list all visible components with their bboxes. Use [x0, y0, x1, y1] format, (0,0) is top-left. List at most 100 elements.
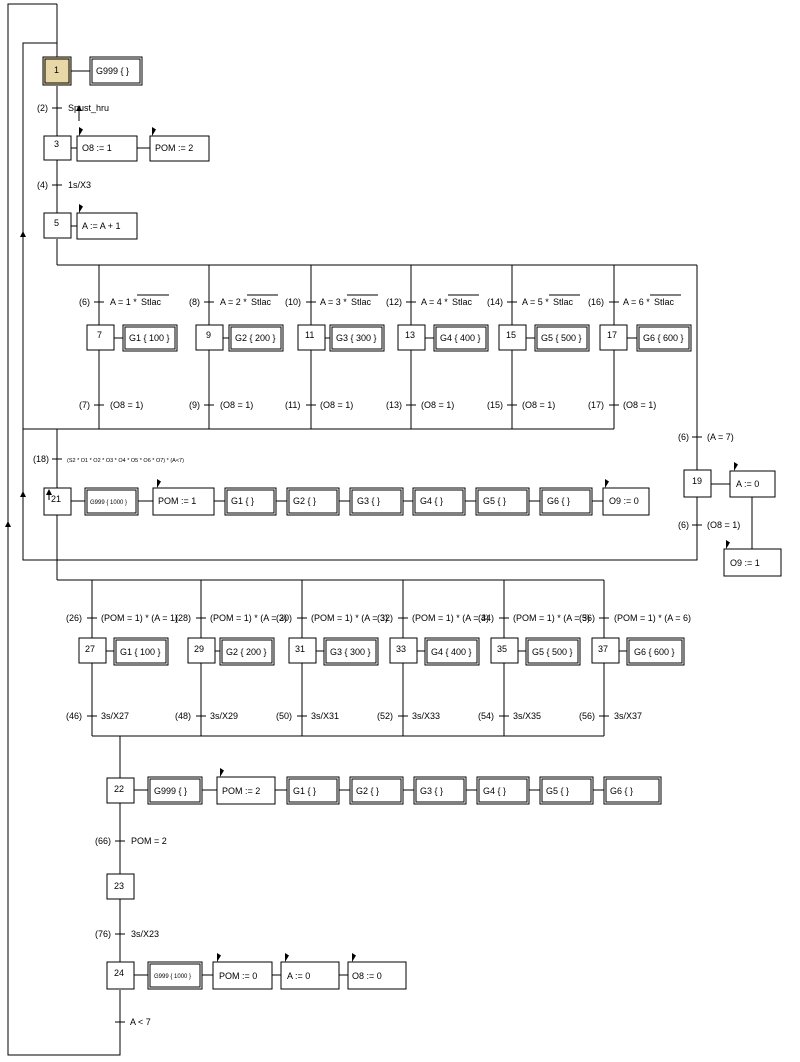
transition-12-stlac: Stlac [452, 297, 473, 307]
step-1-label: 1 [54, 65, 59, 75]
transition-15-condition: (O8 = 1) [522, 400, 555, 410]
transition-12-condition: A = 4 * [421, 297, 448, 307]
transition-54-condition: 3s/X35 [513, 711, 541, 721]
transition-46-number: (46) [66, 711, 82, 721]
step-21-row: 21 G999 { 1000 } POM := 1 G1 { } G2 { } … [43, 479, 650, 516]
block1-lower-transitions: (7) (O8 = 1) (9) (O8 = 1) (11) (O8 = 1) … [79, 400, 656, 410]
block2-lower-transitions: (46) 3s/X27 (48) 3s/X29 (50) 3s/X31 (52)… [66, 711, 642, 721]
action-9: G2 { 200 } [235, 333, 276, 343]
transition-18-condition: (S2 * O1 * O2 * O3 * O4 * O5 * O6 * O7) … [67, 458, 184, 464]
action-11: G3 { 300 } [336, 333, 377, 343]
transition-50-number: (50) [276, 711, 292, 721]
transition-66-number: (66) [95, 836, 111, 846]
transition-36-condition: (POM = 1) * (A = 6) [614, 613, 691, 623]
step-15-label: 15 [506, 330, 516, 340]
step-13-label: 13 [405, 330, 415, 340]
transition-52-number: (52) [377, 711, 393, 721]
action-21-g3: G3 { } [357, 496, 380, 506]
transition-13-condition: (O8 = 1) [421, 400, 454, 410]
transition-16-number: (16) [588, 297, 604, 307]
transition-8-condition: A = 2 * [220, 297, 247, 307]
transition-30-condition: (POM = 1) * (A = 3) [311, 613, 388, 623]
action-21-g1: G1 { } [231, 496, 254, 506]
transition-4-condition: 1s/X3 [68, 180, 91, 190]
action-24-o8: O8 := 0 [352, 971, 382, 981]
transition-11-condition: (O8 = 1) [320, 400, 353, 410]
step-23-label: 23 [114, 881, 124, 891]
step-27-label: 27 [85, 644, 95, 654]
transition-a7-condition: (A = 7) [707, 432, 734, 442]
action-21-g6: G6 { } [547, 496, 570, 506]
action-33: G4 { 400 } [431, 647, 472, 657]
action-24-g999: G999 { 1000 } [154, 974, 191, 980]
action-35: G5 { 500 } [532, 647, 573, 657]
step-24-row: 24 G999 { 1000 } POM := 0 A := 0 O8 := 0 [106, 953, 407, 990]
step-5-label: 5 [54, 218, 59, 228]
transition-6-number: (6) [79, 297, 90, 307]
transition-17-condition: (O8 = 1) [623, 400, 656, 410]
block2-steps: 27 G1 { 100 } 29 G2 { 200 } 31 G3 { 300 … [78, 637, 685, 666]
action-22-g4: G4 { } [483, 786, 506, 796]
transition-30-number: (30) [276, 613, 292, 623]
step-3: 3 O8 := 1 POM := 2 [43, 127, 210, 162]
action-22-g999: G999 { } [154, 786, 187, 796]
step-33-label: 33 [396, 644, 406, 654]
step-7-label: 7 [97, 330, 102, 340]
step-11-label: 11 [305, 330, 314, 340]
transition-76-condition: 3s/X23 [131, 929, 159, 939]
transition-14-number: (14) [487, 297, 503, 307]
transition-2-number: (2) [37, 103, 48, 113]
action-22-g3: G3 { } [420, 786, 443, 796]
transition-15-number: (15) [487, 400, 503, 410]
transition-26-number: (26) [66, 613, 82, 623]
step-35-label: 35 [497, 644, 507, 654]
transition-48-condition: 3s/X29 [210, 711, 238, 721]
transition-18-number: (18) [33, 454, 49, 464]
step-31-label: 31 [295, 644, 305, 654]
action-21-g5: G5 { } [483, 496, 506, 506]
action-1: G999 { } [96, 66, 129, 76]
action-24-a: A := 0 [287, 971, 310, 981]
action-24-pom: POM := 0 [219, 971, 257, 981]
transition-13-number: (13) [386, 400, 402, 410]
step-19-label: 19 [692, 476, 702, 486]
step-22-label: 22 [114, 784, 124, 794]
step-17-label: 17 [607, 330, 617, 340]
step-21-label: 21 [51, 494, 61, 504]
action-27: G1 { 100 } [120, 647, 161, 657]
action-o9: O9 := 1 [730, 558, 760, 568]
transition-9-number: (9) [189, 400, 200, 410]
transition-8-number: (8) [189, 297, 200, 307]
step-3-label: 3 [54, 139, 59, 149]
action-22-g2: G2 { } [356, 786, 379, 796]
transition-6-condition: A = 1 * [110, 297, 137, 307]
step-9-label: 9 [206, 330, 211, 340]
step-5: 5 A := A + 1 [43, 204, 138, 240]
transition-11-number: (11) [285, 400, 300, 410]
transition-66-condition: POM = 2 [131, 836, 167, 846]
transition-34-number: (34) [478, 613, 494, 623]
action-22-pom: POM := 2 [222, 786, 260, 796]
action-29: G2 { 200 } [226, 647, 267, 657]
transition-6-stlac: Stlac [141, 297, 162, 307]
action-21-g4: G4 { } [420, 496, 443, 506]
main-transition-ticks [52, 107, 125, 1023]
transition-o8-condition: (O8 = 1) [707, 520, 740, 530]
transition-o8-number: (6) [678, 520, 689, 530]
action-3-o8: O8 := 1 [82, 143, 112, 153]
transition-26-condition: (POM = 1) * (A = 1) [101, 613, 178, 623]
transition-a7-number: (6) [678, 432, 689, 442]
block2-upper-transitions: (26) (POM = 1) * (A = 1) (28) (POM = 1) … [66, 613, 691, 623]
transition-36-number: (36) [579, 613, 595, 623]
action-15: G5 { 500 } [541, 333, 582, 343]
step-23: 23 [106, 873, 135, 900]
step-1: 1 G999 { } [42, 56, 143, 86]
transition-54-number: (54) [478, 711, 494, 721]
transition-16-stlac: Stlac [654, 297, 675, 307]
action-37: G6 { 600 } [634, 647, 675, 657]
action-3-pom: POM := 2 [155, 143, 193, 153]
transition-52-condition: 3s/X33 [412, 711, 440, 721]
action-22-g6: G6 { } [610, 786, 633, 796]
transition-28-number: (28) [175, 613, 191, 623]
